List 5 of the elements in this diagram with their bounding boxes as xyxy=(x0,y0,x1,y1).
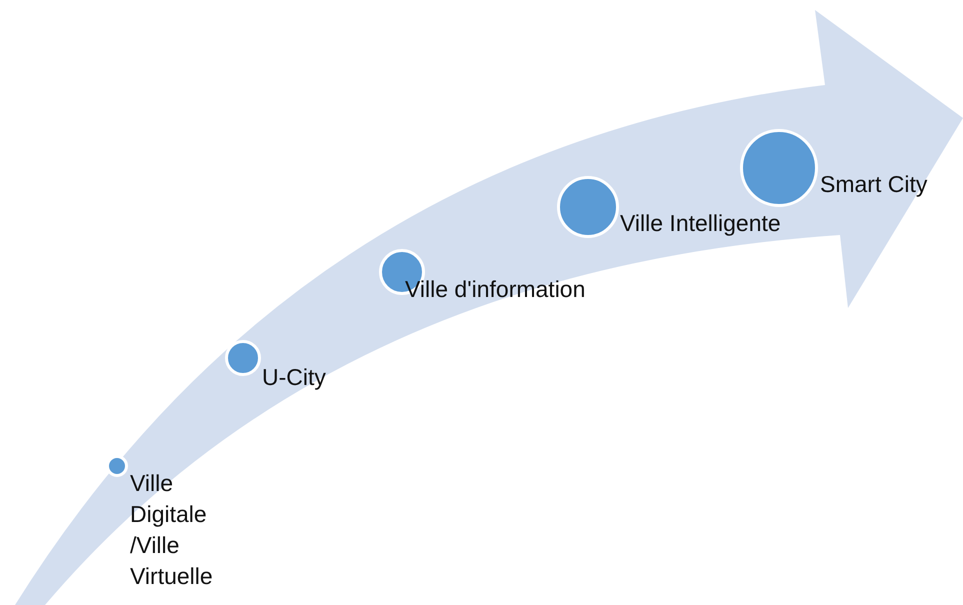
stage-label: U-City xyxy=(262,363,327,392)
stage-label: Smart City xyxy=(820,170,928,199)
stage-label: Ville Intelligente xyxy=(620,209,782,238)
stage-label: Ville Digitale /Ville Virtuelle xyxy=(130,469,214,592)
stage-label: Ville d'information xyxy=(405,275,586,304)
